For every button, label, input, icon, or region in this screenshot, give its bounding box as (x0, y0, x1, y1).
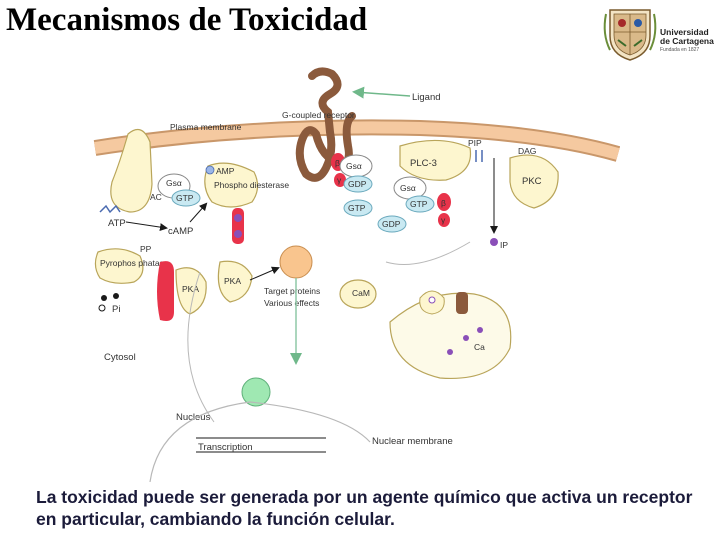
gdp-mid (343, 175, 373, 193)
gamma-top-label: γ (337, 175, 342, 185)
pi-label: Pi (112, 304, 120, 315)
atp-label: ATP (108, 218, 126, 229)
adenylyl-cyclase (110, 128, 153, 213)
pka-catalytic-left (175, 267, 207, 315)
gs-alpha-right-label: Gsα (400, 183, 416, 193)
gtp-right-label: GTP (410, 199, 428, 209)
gs-alpha-left-label: Gsα (166, 178, 182, 188)
ligand-label: Ligand (412, 92, 441, 103)
ligand-arrow (352, 86, 411, 99)
gamma-top (334, 173, 346, 187)
phosphodiesterase-label: Phospho diesterase (214, 180, 289, 190)
cytosol-label: Cytosol (104, 352, 136, 363)
target-proteins-label: Target proteins (264, 286, 320, 296)
gtp-left-label: GTP (176, 193, 194, 203)
beta-right (437, 193, 451, 211)
gamma-right-label: γ (441, 215, 446, 225)
plc-label: PLC-3 (410, 158, 437, 169)
nucleus-factor (241, 377, 271, 407)
logo-text: Universidad de Cartagena Fundada en 1827 (660, 28, 714, 55)
pka-label-right: PKA (224, 276, 241, 286)
gamma-right (438, 213, 450, 227)
pka-subunit-1 (232, 208, 244, 244)
amp-label: AMP (216, 166, 235, 176)
endoplasmic-reticulum (389, 292, 512, 380)
pka-regulatory (157, 261, 174, 321)
pka-label-left: PKA (182, 284, 199, 294)
gdp-mid-label: GDP (348, 179, 367, 189)
nuclear-membrane-label: Nuclear membrane (372, 436, 453, 447)
gtp-left (171, 189, 201, 207)
phosphodiesterase (204, 162, 259, 208)
gtp-mid-label: GTP (348, 203, 366, 213)
gdp-right (377, 215, 407, 233)
transcription-label: Transcription (198, 442, 253, 453)
ip3-receptor-channel (456, 292, 468, 314)
gdp-right-label: GDP (382, 219, 401, 229)
pp-label: PP (140, 244, 152, 254)
signal-transduction-diagram: Ligand G-coupled receptor Plasma membran… (93, 67, 620, 482)
pip2-label: PIP (468, 138, 482, 148)
amp-molecule (205, 165, 215, 175)
pyrophosphatase (94, 248, 144, 284)
beta-right-label: β (441, 198, 446, 208)
ca-cam-label: CaM (352, 288, 370, 298)
gtp-mid (343, 199, 373, 217)
page-title: Mecanismos de Toxicidad (6, 2, 368, 38)
nuclear-membrane (149, 401, 371, 482)
pkc-enzyme (509, 154, 559, 209)
pka-catalytic-right (217, 260, 253, 303)
nucleus-label: Nucleus (176, 412, 211, 423)
plasma-membrane-label: Plasma membrane (170, 122, 242, 132)
pip2-molecule-icon (475, 150, 483, 162)
university-crest-icon (603, 9, 657, 61)
pkc-label: PKC (522, 176, 542, 187)
pyrophosphatase-label: Pyrophos phatase (100, 258, 169, 268)
atp-molecule-icon (99, 204, 121, 214)
ac-label: AC (150, 192, 162, 202)
camp-label: cAMP (168, 226, 193, 237)
ip3-label: IP (500, 240, 508, 250)
ca-in-label: Ca (474, 342, 485, 352)
logo-line-1: Universidad (660, 27, 709, 37)
various-effects-label: Various effects (264, 298, 319, 308)
target-protein (279, 245, 313, 279)
plc-enzyme (399, 139, 472, 181)
slide-caption: La toxicidad puede ser generada por un a… (36, 487, 693, 529)
calmodulin (339, 279, 377, 309)
dag-label: DAG (518, 146, 536, 156)
gs-alpha-mid-label: Gsα (346, 161, 362, 171)
logo-line-2: de Cartagena (660, 36, 714, 46)
g-coupled-receptor-label: G-coupled receptor (282, 110, 355, 120)
beta-top-label: β (335, 158, 340, 168)
logo-line-3: Fundada en 1827 (660, 47, 700, 53)
gtp-right (405, 195, 435, 213)
